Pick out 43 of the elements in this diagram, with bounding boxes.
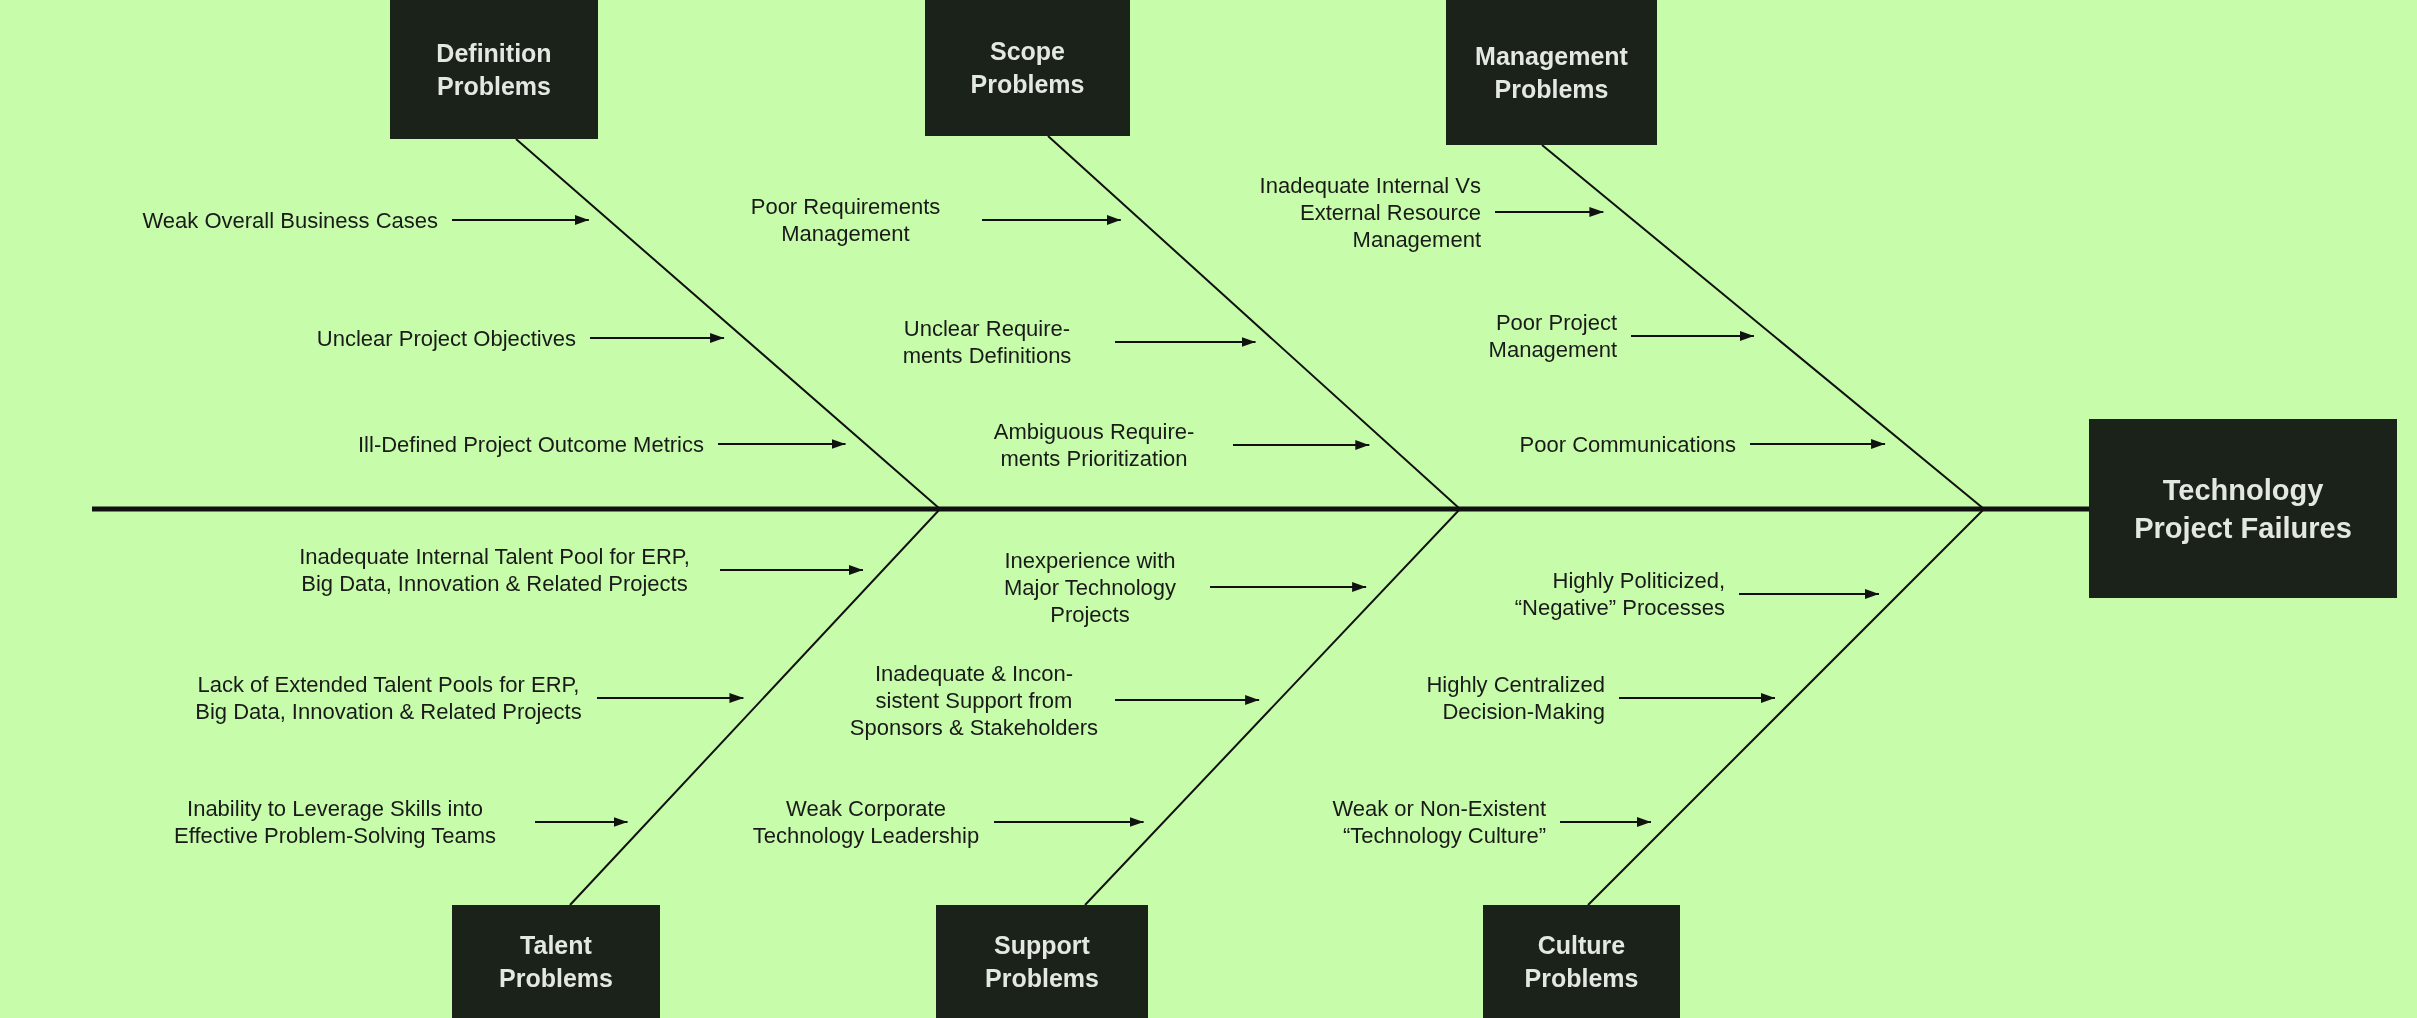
cause-text: Poor Project Management <box>1448 309 1631 363</box>
category-box: Definition Problems <box>390 0 598 139</box>
arrow <box>1559 817 1652 827</box>
category-box: Talent Problems <box>452 905 660 1018</box>
category-box: Culture Problems <box>1483 905 1680 1018</box>
arrow <box>596 693 745 703</box>
cause-text: Inexperience with Major Technology Projects <box>984 546 1210 628</box>
arrow <box>719 565 864 575</box>
cause-text: Inability to Leverage Skills into Effective Problem-Solving Teams <box>149 795 535 849</box>
cause-text: Weak or Non-Existent “Technology Culture” <box>1322 795 1560 849</box>
cause-text: Lack of Extended Talent Pools for ERP, Big Data, Innovation & Related Projects <box>194 671 597 725</box>
cause-text: Highly Politicized, “Negative” Processes <box>1501 567 1739 621</box>
arrow <box>1618 693 1776 703</box>
arrow <box>589 333 726 343</box>
cause-text: Inadequate & Incon- sistent Support from Sponsors & Stakeholders <box>847 659 1115 741</box>
arrow <box>1494 207 1605 217</box>
arrow <box>981 215 1122 225</box>
arrow <box>534 817 629 827</box>
cause-text: Ill-Defined Project Outcome Metrics <box>358 430 718 458</box>
cause-text: Ambiguous Require- ments Prioritization <box>969 418 1233 472</box>
cause-text: Inadequate Internal Vs External Resource Management <box>1210 171 1495 253</box>
category-box: Support Problems <box>936 905 1148 1018</box>
category-box: Management Problems <box>1446 0 1657 145</box>
cause-text: Poor Requirements Management <box>723 193 982 247</box>
cause-text: Poor Communications <box>1519 430 1750 458</box>
arrow <box>1232 440 1371 450</box>
effect-box: Technology Project Failures <box>2089 419 2397 598</box>
cause-text: Weak Overall Business Cases <box>142 206 452 234</box>
category-box: Scope Problems <box>925 0 1130 136</box>
arrow <box>1749 439 1887 449</box>
cause-text: Highly Centralized Decision-Making <box>1393 671 1619 725</box>
arrow <box>1114 337 1257 347</box>
cause-text: Weak Corporate Technology Leadership <box>752 795 994 849</box>
cause-text: Inadequate Internal Talent Pool for ERP, Big Data, Innovation & Related Projects <box>283 543 720 597</box>
arrow <box>1738 589 1880 599</box>
arrow <box>993 817 1145 827</box>
arrow <box>1114 695 1261 705</box>
arrow <box>451 215 590 225</box>
arrow <box>1630 331 1755 341</box>
cause-text: Unclear Project Objectives <box>316 324 590 352</box>
cause-text: Unclear Require- ments Definitions <box>873 315 1115 369</box>
arrow <box>1209 582 1368 592</box>
arrow <box>717 439 847 449</box>
